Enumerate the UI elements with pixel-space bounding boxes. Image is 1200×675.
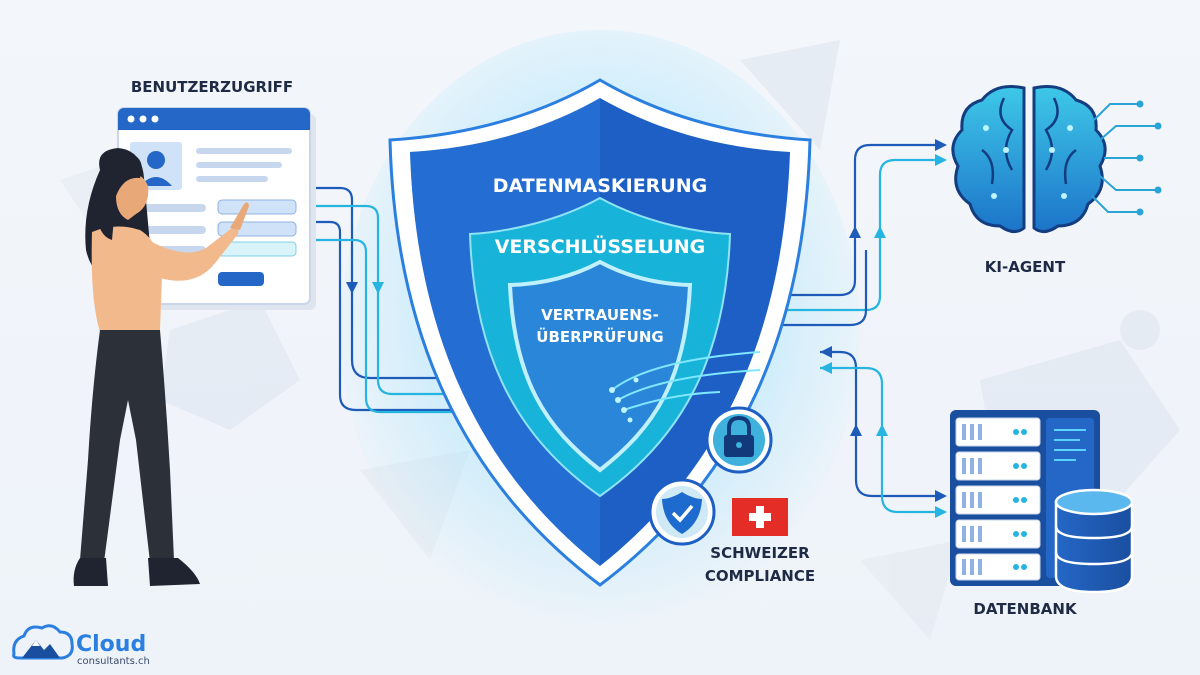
shield-check-icon — [648, 478, 716, 546]
brand-logo: Cloud consultants.ch — [12, 624, 150, 667]
lock-icon — [705, 406, 773, 474]
cloud-mountain-icon — [12, 624, 74, 660]
ai-agent-label: KI-AGENT — [985, 258, 1066, 276]
shield-inner-label-line1: VERTRAUENS- — [541, 306, 659, 324]
user-access-label: BENUTZERZUGRIFF — [131, 78, 293, 96]
compliance-label-line2: COMPLIANCE — [705, 567, 815, 585]
brand-name: Cloud — [76, 632, 146, 657]
swiss-flag-icon — [732, 498, 788, 536]
database-label: DATENBANK — [973, 600, 1078, 618]
brand-domain: consultants.ch — [77, 656, 150, 667]
compliance-label-line1: SCHWEIZER — [710, 544, 810, 562]
shield-inner-label-line2: ÜBERPRÜFUNG — [536, 327, 663, 346]
brain-icon — [951, 85, 1162, 233]
database-icon — [1054, 488, 1134, 594]
person-icon — [73, 148, 249, 586]
flow-lines — [312, 139, 947, 518]
shield-middle-label: VERSCHLÜSSELUNG — [495, 234, 706, 258]
security-shield — [388, 78, 812, 587]
shield-outer-label: DATENMASKIERUNG — [493, 175, 707, 197]
